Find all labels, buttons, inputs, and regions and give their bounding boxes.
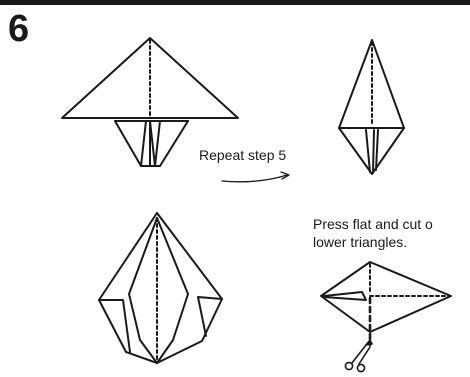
kite-figure bbox=[338, 39, 405, 175]
folded-flower-figure bbox=[98, 212, 223, 364]
large-triangle bbox=[61, 37, 239, 119]
right-petal-inner bbox=[156, 217, 189, 364]
top-rule bbox=[0, 0, 470, 5]
flap-fold-a bbox=[140, 120, 147, 167]
diamond-cut-figure bbox=[320, 261, 452, 347]
left-flap bbox=[114, 120, 151, 167]
right-flap bbox=[149, 120, 189, 167]
press-flat-caption-line1: Press flat and cut o bbox=[313, 216, 433, 232]
kite-lower-fold-a bbox=[365, 129, 371, 173]
scissors-icon bbox=[344, 339, 373, 373]
left-flap-fold bbox=[323, 291, 367, 301]
kite-lower-fold-b bbox=[372, 129, 375, 173]
press-flat-caption-line2: lower triangles. bbox=[313, 234, 408, 250]
repeat-step-caption: Repeat step 5 bbox=[199, 147, 287, 163]
flap-fold-b bbox=[149, 120, 156, 167]
kite-lower-fold-c bbox=[375, 129, 379, 171]
step-number: 6 bbox=[8, 8, 30, 50]
diamond-outline bbox=[320, 261, 452, 333]
flap-fold-c bbox=[154, 120, 161, 167]
left-wing-fold bbox=[98, 299, 131, 353]
right-petal-outer bbox=[156, 212, 223, 364]
left-petal-outer bbox=[98, 212, 158, 364]
left-petal-inner bbox=[128, 217, 158, 364]
arrow-icon bbox=[221, 171, 290, 183]
kite-outline bbox=[338, 39, 405, 175]
triangle-with-flaps-figure bbox=[61, 37, 239, 167]
right-wing-fold bbox=[197, 296, 223, 337]
